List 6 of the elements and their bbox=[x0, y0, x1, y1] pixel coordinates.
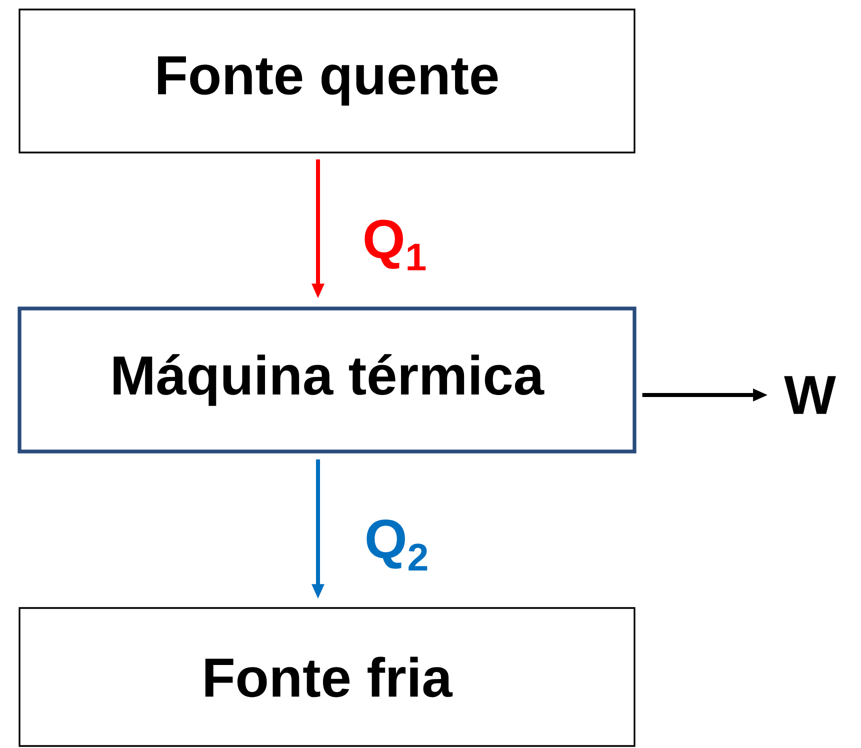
engine-box: Máquina térmica bbox=[18, 306, 636, 454]
source-box: Fonte quente bbox=[18, 8, 636, 154]
source-box: Fonte fria bbox=[18, 607, 636, 747]
edge-label: Q$_{1}$ bbox=[360, 218, 430, 272]
edge-label: Q$_{2}$ bbox=[362, 518, 432, 572]
work-label: W bbox=[784, 376, 836, 414]
